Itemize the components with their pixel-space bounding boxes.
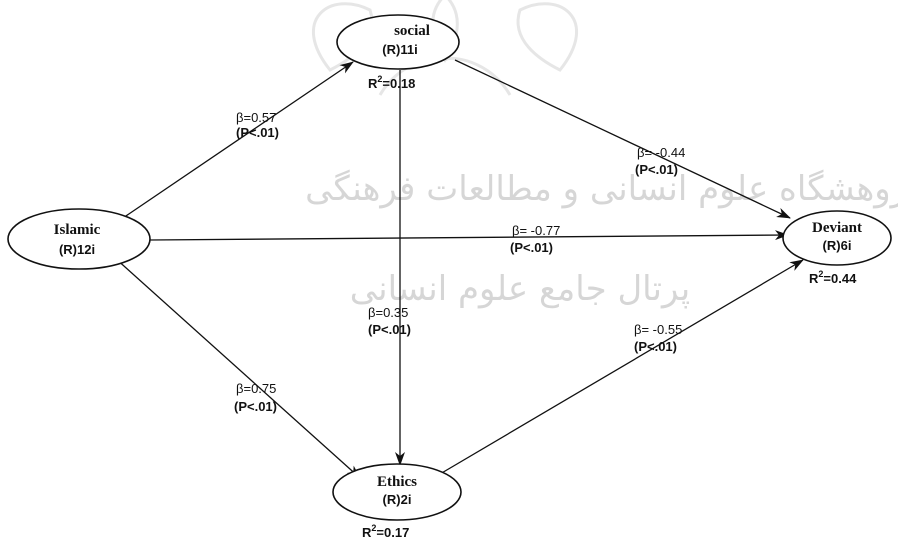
r2-deviant: R2=0.44 xyxy=(809,269,857,286)
beta-ethics-deviant: β= -0.55 xyxy=(634,322,682,337)
arrow-social-to-deviant xyxy=(454,59,791,219)
node-deviant-code: (R)6i xyxy=(823,238,852,253)
node-islamic-code: (R)12i xyxy=(59,242,95,257)
beta-islamic-deviant: β= -0.77 xyxy=(512,223,560,238)
p-islamic-ethics: (P<.01) xyxy=(234,399,277,414)
p-social-deviant: (P<.01) xyxy=(635,162,678,177)
arrow-islamic-to-deviant xyxy=(149,230,789,241)
node-deviant-ellipse xyxy=(782,210,892,266)
beta-social-ethics: β=0.35 xyxy=(368,305,408,320)
label-social-ethics: β=0.35 (P<.01) xyxy=(368,305,411,337)
arrow-islamic-to-ethics xyxy=(114,257,361,479)
arrow-ethics-to-deviant xyxy=(439,259,804,475)
label-social-deviant: β= -0.44 (P<.01) xyxy=(635,145,685,177)
watermark-line-2: پرتال جامع علوم انسانی xyxy=(350,269,690,309)
node-islamic: Islamic (R)12i xyxy=(7,208,151,270)
p-islamic-deviant: (P<.01) xyxy=(510,240,553,255)
node-islamic-name: Islamic xyxy=(54,222,101,238)
node-ethics-name: Ethics xyxy=(377,474,417,490)
node-social-code: (R)11i xyxy=(382,42,417,57)
node-ethics: Ethics (R)2i xyxy=(332,463,462,521)
node-social: social (R)11i xyxy=(336,14,460,70)
label-islamic-deviant: β= -0.77 (P<.01) xyxy=(510,223,560,255)
node-social-name: social xyxy=(394,23,430,39)
p-islamic-social: (P<.01) xyxy=(236,125,279,140)
beta-social-deviant: β= -0.44 xyxy=(637,145,685,160)
r2-ethics: R2=0.17 xyxy=(362,523,409,540)
node-islamic-ellipse xyxy=(7,208,151,270)
node-ethics-ellipse xyxy=(332,463,462,521)
arrow-islamic-to-social xyxy=(119,61,354,221)
beta-islamic-ethics: β=0.75 xyxy=(236,381,276,396)
label-ethics-deviant: β= -0.55 (P<.01) xyxy=(634,322,682,354)
label-islamic-ethics: β=0.75 (P<.01) xyxy=(234,381,277,414)
r2-social: R2=0.18 xyxy=(368,74,415,91)
beta-islamic-social: β=0.57 xyxy=(236,110,276,125)
node-deviant-name: Deviant xyxy=(812,220,862,236)
node-deviant: Deviant (R)6i xyxy=(782,210,892,266)
p-social-ethics: (P<.01) xyxy=(368,322,411,337)
watermark-line-1: پژوهشگاه علوم انسانی و مطالعات فرهنگی xyxy=(305,169,898,209)
p-ethics-deviant: (P<.01) xyxy=(634,339,677,354)
label-islamic-social: β=0.57 (P<.01) xyxy=(236,110,279,140)
node-social-ellipse xyxy=(336,14,460,70)
node-ethics-code: (R)2i xyxy=(383,492,412,507)
